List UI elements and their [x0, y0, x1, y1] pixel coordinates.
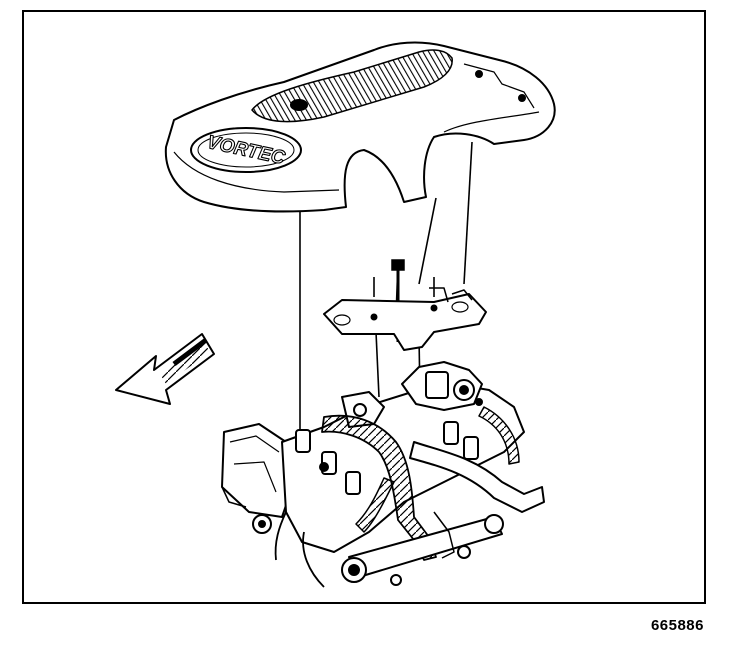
engine-assembly: [221, 361, 545, 588]
wiring-harness: [321, 414, 437, 561]
vortec-logo-oval: [190, 127, 302, 173]
pcv-tube: [409, 441, 545, 513]
figure-number: 665886: [650, 617, 704, 634]
illustration-frame: VORTEC: [22, 10, 706, 604]
injector-bosses: [295, 421, 479, 495]
exploded-view-diagram: VORTEC: [115, 41, 556, 588]
engine-cover: VORTEC: [164, 41, 556, 213]
cover-bracket: [323, 287, 487, 351]
front-arrow-icon: [115, 333, 215, 405]
